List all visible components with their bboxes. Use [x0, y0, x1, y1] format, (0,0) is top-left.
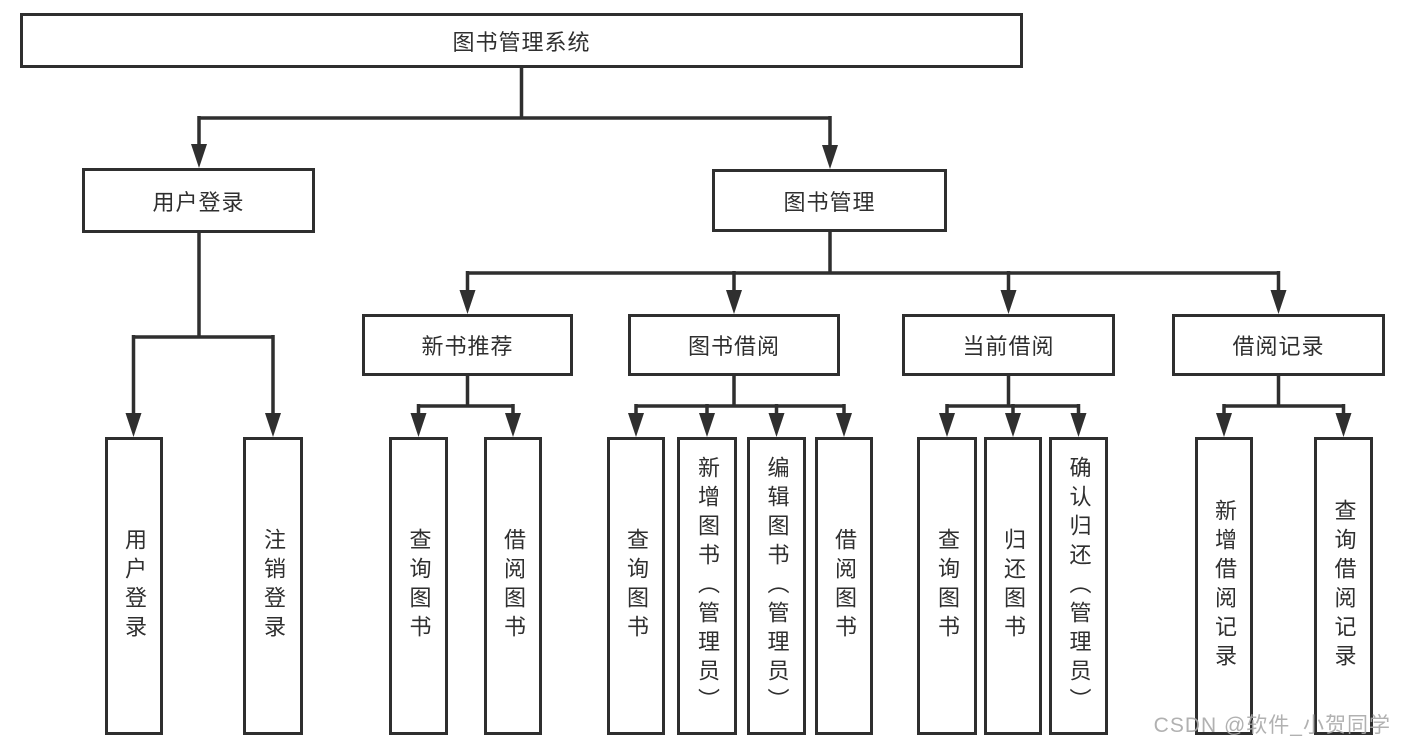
node-root: 图书管理系统: [20, 13, 1023, 68]
leaf-query-books-1-label: 查询图书: [406, 528, 432, 644]
node-borrow-records: 借阅记录: [1172, 314, 1385, 376]
leaf-query-books-1: 查询图书: [389, 437, 448, 735]
leaf-user-login-label: 用户登录: [122, 528, 147, 644]
node-book-management-label: 图书管理: [783, 189, 876, 215]
node-borrow-records-label: 借阅记录: [1232, 334, 1325, 359]
leaf-query-books-3-label: 查询图书: [935, 528, 960, 644]
leaf-confirm-return-admin-label: 确认归还（管理员）: [1066, 455, 1092, 717]
leaf-query-books-2-label: 查询图书: [624, 528, 649, 644]
leaf-query-borrow-record: 查询借阅记录: [1314, 437, 1373, 735]
leaf-logout-label: 注销登录: [261, 528, 286, 644]
leaf-return-books: 归还图书: [984, 437, 1042, 735]
leaf-borrow-books-1: 借阅图书: [484, 437, 542, 735]
leaf-borrow-books-1-label: 借阅图书: [501, 528, 526, 644]
node-root-label: 图书管理系统: [452, 29, 591, 55]
leaf-edit-book-admin-label: 编辑图书（管理员）: [764, 455, 790, 717]
leaf-add-book-admin-label: 新增图书（管理员）: [695, 455, 720, 717]
leaf-user-login: 用户登录: [105, 437, 163, 735]
leaf-add-borrow-record: 新增借阅记录: [1195, 437, 1253, 735]
leaf-query-books-3: 查询图书: [917, 437, 977, 735]
node-book-management: 图书管理: [712, 169, 947, 232]
node-user-login: 用户登录: [82, 168, 315, 233]
node-book-borrow: 图书借阅: [628, 314, 840, 376]
leaf-confirm-return-admin: 确认归还（管理员）: [1049, 437, 1108, 735]
node-current-borrow: 当前借阅: [902, 314, 1115, 376]
leaf-borrow-books-2: 借阅图书: [815, 437, 873, 735]
arrowheads: [125, 144, 1352, 437]
csdn-watermark: CSDN @软件_小贺同学: [1153, 714, 1391, 737]
leaf-add-book-admin: 新增图书（管理员）: [677, 437, 737, 735]
node-new-book-recommend-label: 新书推荐: [421, 334, 514, 359]
leaf-logout: 注销登录: [243, 437, 303, 735]
node-book-borrow-label: 图书借阅: [687, 334, 780, 359]
leaf-borrow-books-2-label: 借阅图书: [832, 528, 857, 644]
leaf-return-books-label: 归还图书: [1001, 528, 1026, 644]
leaf-query-borrow-record-label: 查询借阅记录: [1331, 499, 1357, 673]
leaf-add-borrow-record-label: 新增借阅记录: [1212, 499, 1237, 673]
node-current-borrow-label: 当前借阅: [962, 334, 1055, 359]
leaf-edit-book-admin: 编辑图书（管理员）: [747, 437, 806, 735]
leaf-query-books-2: 查询图书: [607, 437, 665, 735]
node-new-book-recommend: 新书推荐: [362, 314, 573, 376]
node-user-login-label: 用户登录: [152, 189, 245, 215]
